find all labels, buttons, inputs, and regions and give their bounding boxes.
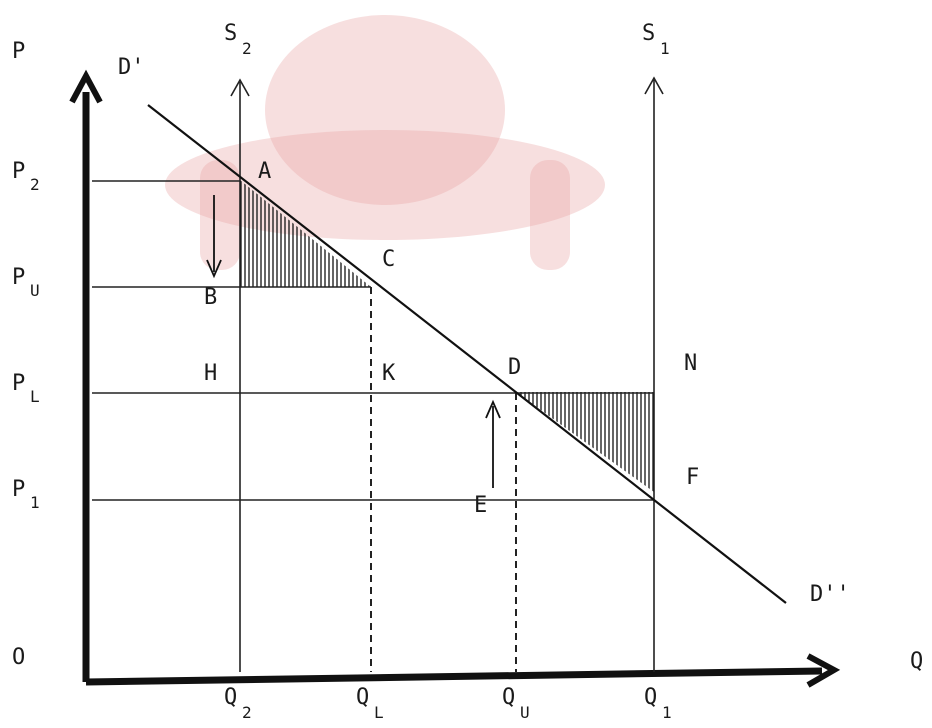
arrow-down-icon bbox=[206, 195, 222, 279]
y-axis-label: P bbox=[12, 39, 25, 64]
price-label-p2: P 2 bbox=[12, 159, 40, 194]
x-axis bbox=[85, 667, 823, 686]
svg-text:L: L bbox=[374, 703, 384, 722]
demand-label-upper: D' bbox=[118, 55, 145, 80]
point-label-c: C bbox=[382, 247, 395, 272]
supply-s2-arrowhead bbox=[230, 78, 250, 97]
svg-text:P: P bbox=[12, 371, 25, 396]
svg-text:Q: Q bbox=[502, 685, 515, 710]
point-label-b: B bbox=[204, 285, 217, 310]
y-axis-arrowhead bbox=[69, 69, 103, 104]
svg-text:U: U bbox=[520, 703, 530, 722]
svg-text:Q: Q bbox=[224, 685, 237, 710]
supply-label-s1: S 1 bbox=[642, 21, 670, 58]
svg-text:1: 1 bbox=[30, 493, 40, 512]
price-label-pu: P U bbox=[12, 265, 40, 300]
supply-label-s2: S 2 bbox=[224, 21, 252, 58]
axes bbox=[69, 69, 841, 688]
demand-curve bbox=[147, 104, 787, 604]
point-label-d: D bbox=[508, 355, 521, 380]
svg-text:2: 2 bbox=[242, 703, 252, 722]
svg-text:S: S bbox=[224, 21, 237, 46]
svg-text:Q: Q bbox=[644, 685, 657, 710]
svg-text:S: S bbox=[642, 21, 655, 46]
quantity-label-q1: Q 1 bbox=[644, 685, 672, 722]
origin-label: O bbox=[12, 645, 25, 670]
point-label-a: A bbox=[258, 159, 271, 184]
svg-text:U: U bbox=[30, 281, 40, 300]
x-axis-label: Q bbox=[910, 649, 923, 674]
shaded-region-abc bbox=[240, 180, 371, 287]
demand-label-lower: D'' bbox=[810, 582, 850, 607]
x-axis-arrowhead bbox=[806, 653, 841, 688]
point-label-h: H bbox=[204, 361, 217, 386]
supply-s1-arrowhead bbox=[644, 76, 664, 95]
price-label-p1: P 1 bbox=[12, 477, 40, 512]
svg-text:P: P bbox=[12, 159, 25, 184]
quantity-label-qu: Q U bbox=[502, 685, 530, 722]
shaded-region-dnf bbox=[516, 392, 654, 492]
svg-text:P: P bbox=[12, 265, 25, 290]
arrow-up-icon bbox=[485, 399, 501, 488]
point-label-k: K bbox=[382, 361, 396, 386]
quantity-label-ql: Q L bbox=[356, 685, 384, 722]
point-label-f: F bbox=[686, 465, 699, 490]
svg-text:1: 1 bbox=[662, 703, 672, 722]
svg-text:2: 2 bbox=[30, 175, 40, 194]
watermark-seal bbox=[165, 15, 605, 270]
point-label-n: N bbox=[684, 351, 697, 376]
quantity-label-q2: Q 2 bbox=[224, 685, 252, 722]
point-label-e: E bbox=[474, 493, 487, 518]
svg-text:1: 1 bbox=[660, 39, 670, 58]
svg-text:2: 2 bbox=[242, 39, 252, 58]
svg-text:P: P bbox=[12, 477, 25, 502]
svg-text:L: L bbox=[30, 387, 40, 406]
svg-text:Q: Q bbox=[356, 685, 369, 710]
price-label-pl: P L bbox=[12, 371, 40, 406]
